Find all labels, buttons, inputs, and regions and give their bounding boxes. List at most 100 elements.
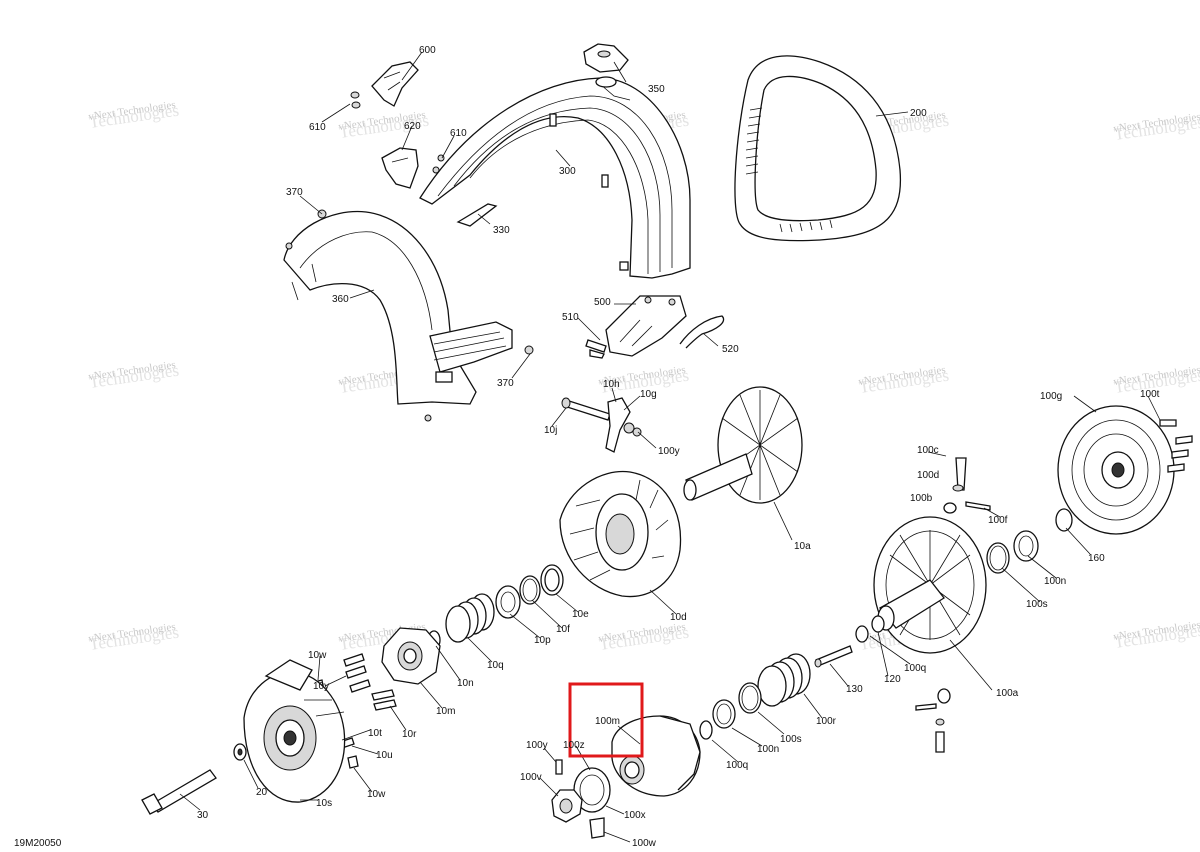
callout-label[interactable]: 10w (308, 650, 327, 661)
part-300-belt-guard[interactable] (419, 77, 691, 279)
callout-label[interactable]: 100v (520, 772, 542, 783)
callout-label-highlighted[interactable]: 100m (595, 716, 620, 727)
callout-label[interactable]: 330 (493, 225, 510, 236)
callout-label[interactable]: 370 (286, 187, 303, 198)
part-10q-spring[interactable] (445, 593, 495, 643)
callout-label[interactable]: 100n (1044, 576, 1066, 587)
callout-label[interactable]: 100s (1026, 599, 1048, 610)
callout-label[interactable]: 20 (256, 787, 268, 798)
callout-label[interactable]: 120 (884, 674, 901, 685)
part-10j-bolt[interactable] (561, 397, 611, 421)
part-600-bracket[interactable] (371, 61, 419, 107)
callout-label[interactable]: 100z (563, 740, 585, 751)
callout-label[interactable]: 300 (559, 166, 576, 177)
callout-label[interactable]: 10f (556, 624, 570, 635)
callout-label[interactable]: 370 (497, 378, 514, 389)
callout-label[interactable]: 100y (526, 740, 548, 751)
callout-label[interactable]: 30 (197, 810, 209, 821)
part-10h-arm[interactable] (605, 397, 631, 453)
part-100m-cam[interactable] (611, 715, 701, 797)
callout-label[interactable]: 100r (816, 716, 837, 727)
callout-label[interactable]: 10n (457, 678, 474, 689)
part-100q-small-parts[interactable] (915, 688, 951, 753)
callout-label[interactable]: 100x (624, 810, 646, 821)
callout-label[interactable]: 10d (670, 612, 687, 623)
callout-label[interactable]: 10a (794, 541, 811, 552)
part-100s-ring[interactable] (986, 542, 1010, 574)
part-350-handle[interactable] (583, 43, 629, 88)
callout-label[interactable]: 10r (402, 729, 417, 740)
callout-label[interactable]: 100w (632, 838, 657, 849)
part-100n-bushing-lower[interactable] (712, 699, 736, 729)
callout-label[interactable]: 500 (594, 297, 611, 308)
callout-label[interactable]: 10p (534, 635, 551, 646)
part-100t-bolts[interactable] (1159, 419, 1193, 473)
part-100d-washer[interactable] (952, 484, 964, 492)
callout-label[interactable]: 100s (780, 734, 802, 745)
callout-label[interactable]: 520 (722, 344, 739, 355)
part-100f-pin[interactable] (965, 501, 991, 511)
part-330-clip[interactable] (456, 203, 498, 227)
callout-label[interactable]: 10q (487, 660, 504, 671)
callout-label[interactable]: 130 (846, 684, 863, 695)
callout-label[interactable]: 100b (910, 493, 933, 504)
part-130-bolt[interactable] (814, 645, 853, 668)
callout-label[interactable]: 100q (904, 663, 926, 674)
callout-label[interactable]: 360 (332, 294, 349, 305)
callout-label[interactable]: 10j (544, 425, 557, 436)
part-10p-washer[interactable] (495, 585, 521, 619)
callout-label[interactable]: 100d (917, 470, 939, 481)
callout-label[interactable]: 350 (648, 84, 665, 95)
callout-label[interactable]: 510 (562, 312, 579, 323)
part-20-washer[interactable] (233, 743, 247, 761)
part-10m-spider[interactable] (381, 627, 441, 685)
part-10y-screws[interactable] (343, 653, 371, 693)
callout-label[interactable]: 100y (658, 446, 680, 457)
callout-label[interactable]: 200 (910, 108, 927, 119)
part-30-bolt[interactable] (141, 769, 217, 815)
callout-label[interactable]: 610 (450, 128, 467, 139)
callout-label[interactable]: 10h (603, 379, 620, 390)
part-10e-bushing[interactable] (540, 564, 564, 596)
part-160-ring[interactable] (1055, 508, 1073, 532)
callout-label[interactable]: 10s (316, 798, 332, 809)
part-500-support-bracket[interactable] (605, 295, 687, 357)
part-10a-fixed-sheave[interactable] (683, 386, 803, 504)
part-120-washer[interactable] (855, 615, 885, 643)
callout-label[interactable]: 100g (1040, 391, 1062, 402)
callout-label[interactable]: 610 (309, 122, 326, 133)
part-620-bracket[interactable] (381, 147, 419, 189)
part-100r-spring[interactable] (757, 653, 811, 707)
part-360-lower-guard[interactable] (283, 209, 534, 422)
part-100s-ring-lower[interactable] (738, 682, 762, 714)
part-10f-ring[interactable] (519, 575, 541, 605)
part-100c-screw[interactable] (955, 457, 967, 491)
part-100g-sheave[interactable] (1057, 405, 1175, 535)
callout-label[interactable]: 100q (726, 760, 748, 771)
callout-label[interactable]: 100c (917, 445, 939, 456)
part-100y-pin[interactable] (555, 759, 563, 775)
part-10s-cover[interactable] (243, 659, 346, 803)
part-10d-movable-sheave[interactable] (559, 470, 682, 598)
part-520-spring-clip[interactable] (679, 315, 725, 349)
callout-label[interactable]: 100f (988, 515, 1008, 526)
callout-label[interactable]: 10u (376, 750, 393, 761)
callout-label[interactable]: 10e (572, 609, 589, 620)
callout-label[interactable]: 600 (419, 45, 436, 56)
part-100x-bolt[interactable] (589, 817, 605, 839)
callout-label[interactable]: 100n (757, 744, 779, 755)
part-100n-bushing[interactable] (1013, 530, 1039, 562)
part-100v-nut[interactable] (551, 789, 583, 823)
part-610-nut[interactable] (350, 91, 445, 174)
part-100q-ring-lower[interactable] (699, 720, 713, 740)
part-10r-bolts[interactable] (371, 689, 397, 711)
part-100a-sheave[interactable] (873, 516, 987, 654)
part-100y-washers[interactable] (623, 422, 642, 437)
callout-label[interactable]: 10g (640, 389, 657, 400)
part-100b-washer[interactable] (943, 502, 957, 514)
callout-label[interactable]: 10y (313, 681, 329, 692)
part-200-drive-belt[interactable] (734, 55, 902, 242)
callout-label[interactable]: 10t (368, 728, 382, 739)
callout-label[interactable]: 620 (404, 121, 421, 132)
part-510-bolt[interactable] (585, 339, 607, 359)
